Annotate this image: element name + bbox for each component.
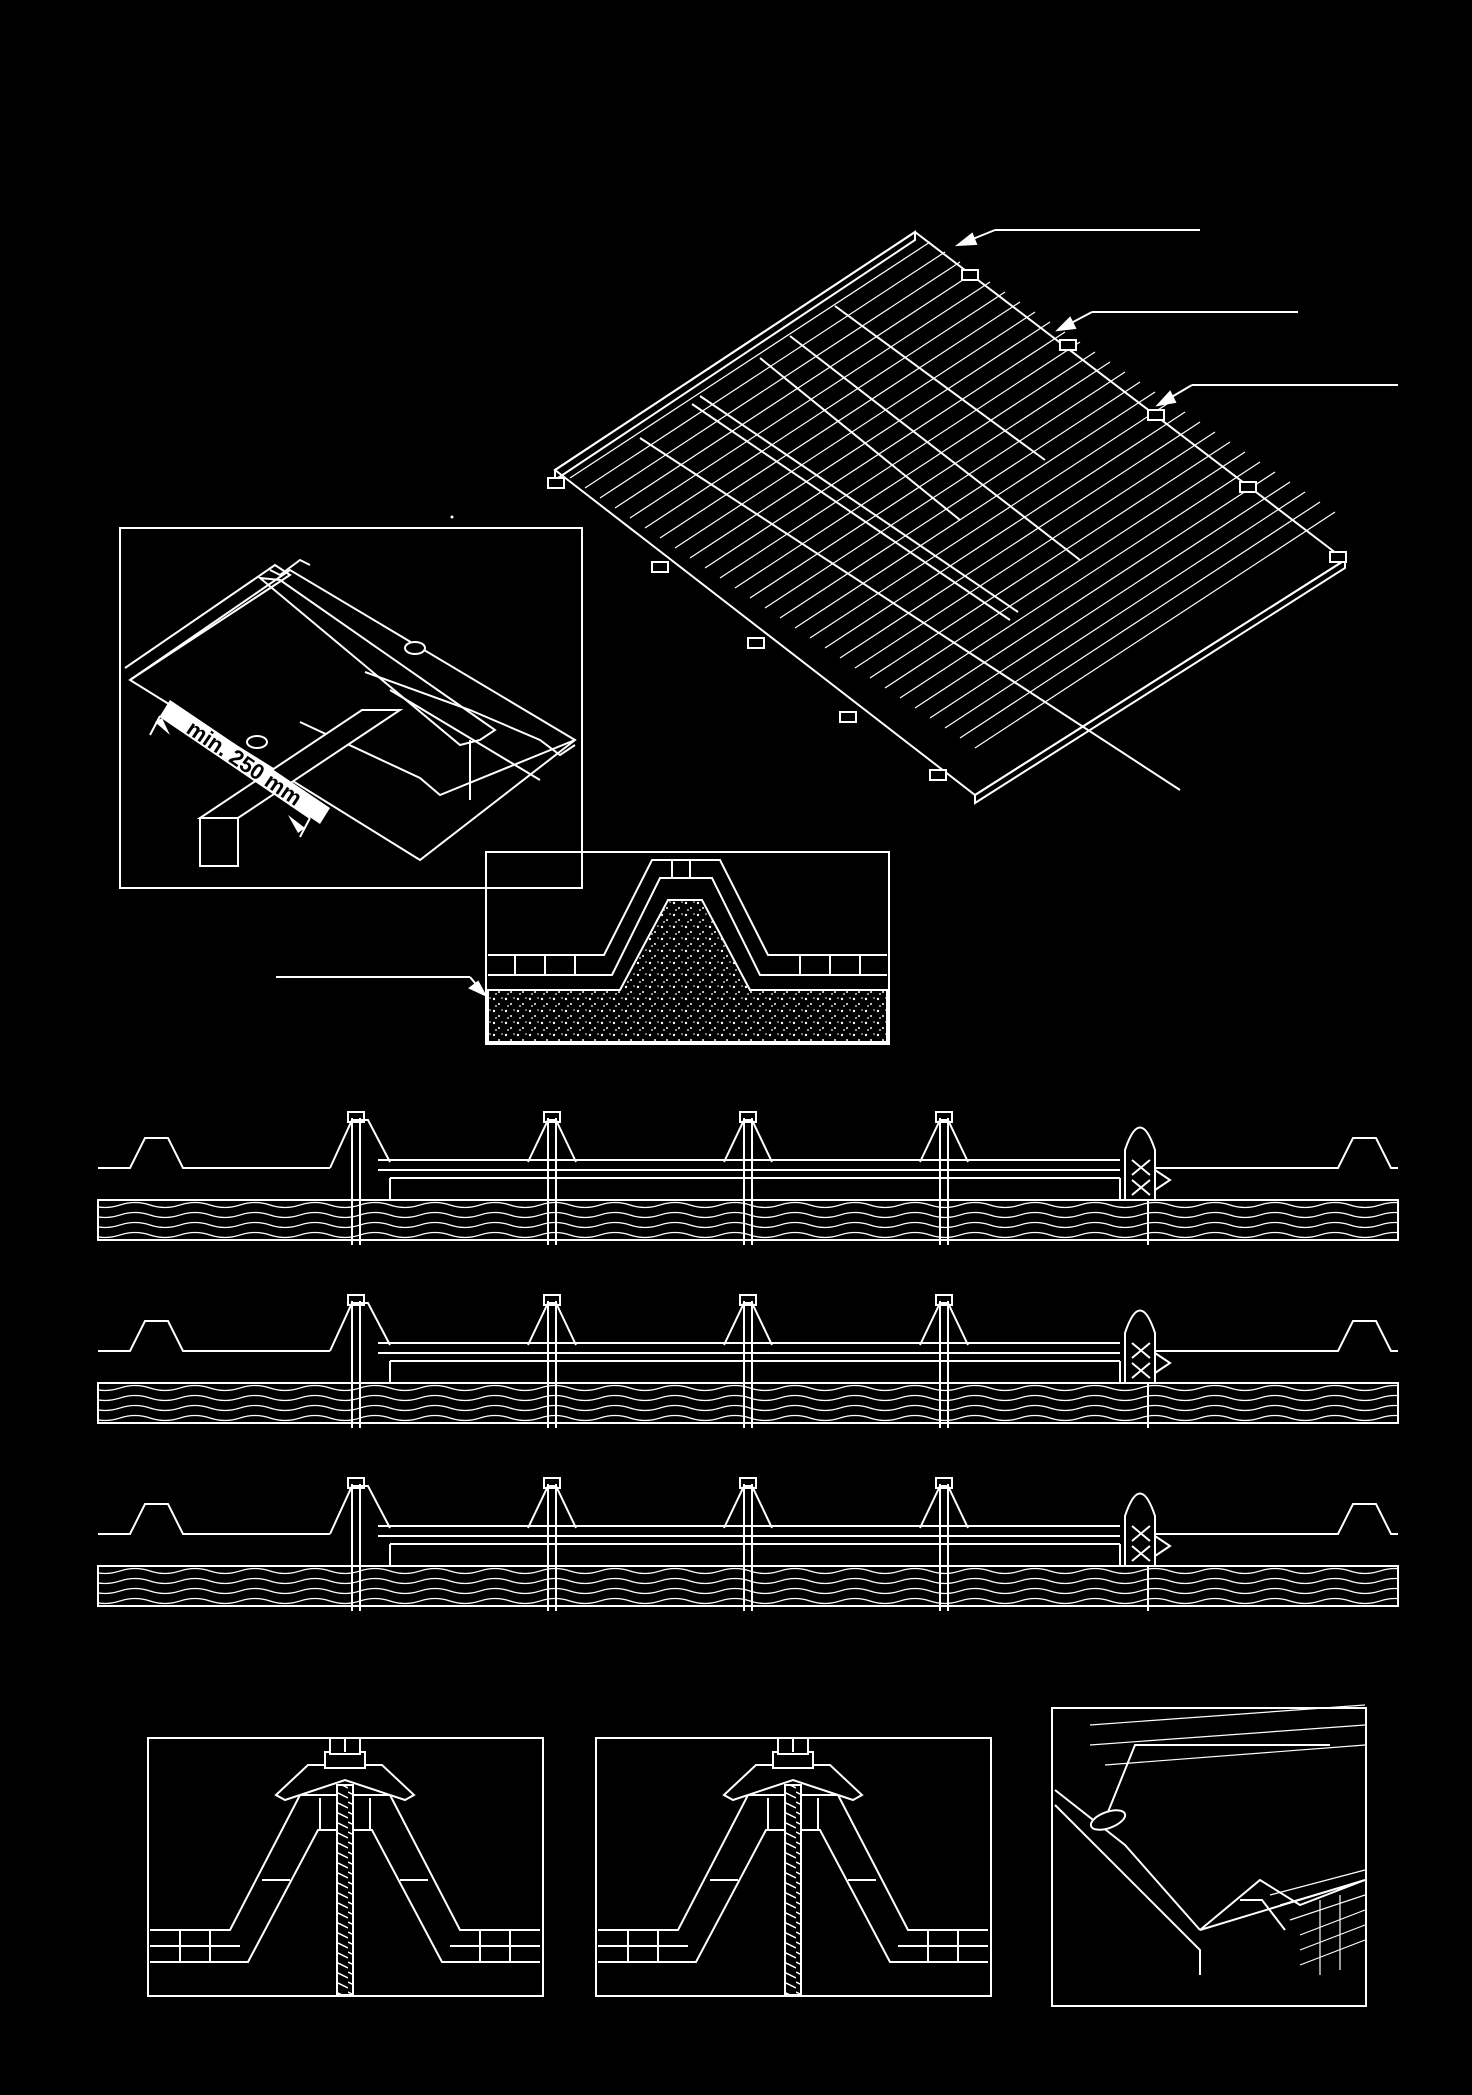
rib-section-detail [276, 851, 890, 1045]
callout-1 [954, 229, 1200, 247]
section-row-3 [97, 1477, 1399, 1612]
fastener-detail-inset: min. 250 mm [119, 527, 583, 889]
callout-3 [1155, 384, 1398, 407]
callout-4 [276, 976, 488, 998]
screw-detail-panel-1 [147, 1737, 544, 1997]
slotted-hole-detail-panel [1051, 1704, 1367, 2007]
section-row-1 [97, 1111, 1399, 1245]
callout-2 [1055, 311, 1298, 332]
purlin-stubs [547, 269, 1347, 781]
screw-detail-panel-2 [595, 1737, 992, 1997]
section-row-2 [97, 1294, 1399, 1429]
isometric-roof-assembly [547, 229, 1398, 805]
